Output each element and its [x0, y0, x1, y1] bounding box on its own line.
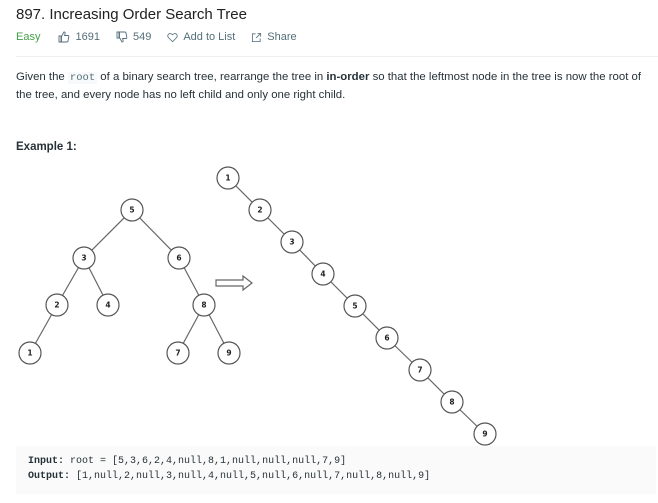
tree-node: 7	[166, 341, 190, 365]
input-value: root = [5,3,6,2,4,null,8,1,null,null,nul…	[70, 456, 347, 467]
tree-node: 5	[343, 294, 367, 318]
tree-node-label: 5	[352, 302, 357, 311]
tree-node: 3	[280, 230, 304, 254]
dislike-count: 549	[132, 31, 152, 43]
tree-node-label: 8	[201, 301, 206, 310]
example-output-line: Output: [1,null,2,null,3,null,4,null,5,n…	[28, 469, 644, 484]
tree-node-label: 4	[320, 270, 325, 279]
tree-node-label: 1	[225, 174, 230, 183]
description-code-root: root	[67, 72, 98, 84]
description-text-2: of a binary search tree, rearrange the t…	[97, 71, 327, 83]
problem-title: 897. Increasing Order Search Tree	[16, 6, 247, 23]
output-value: [1,null,2,null,3,null,4,null,5,null,6,nu…	[76, 471, 431, 482]
add-to-list-button[interactable]: Add to List	[167, 31, 235, 43]
tree-node-label: 7	[417, 366, 422, 375]
tree-node-label: 5	[129, 206, 134, 215]
tree-node: 4	[311, 262, 335, 286]
difficulty-badge: Easy	[16, 31, 41, 43]
tree-node-label: 9	[226, 349, 231, 358]
tree-node: 9	[473, 422, 497, 446]
tree-node-label: 7	[175, 349, 180, 358]
tree-node: 7	[408, 358, 432, 382]
add-to-list-label: Add to List	[183, 31, 236, 43]
tree-node: 2	[248, 198, 272, 222]
share-icon	[252, 32, 262, 42]
like-button[interactable]: 1691	[58, 31, 100, 43]
problem-meta-bar: Easy 1691 549 Add to List Share	[16, 31, 313, 43]
dislike-button[interactable]: 549	[116, 31, 151, 43]
tree-node: 9	[217, 341, 241, 365]
tree-node: 4	[96, 293, 120, 317]
description-text-1: Given the	[16, 71, 68, 83]
tree-node: 5	[120, 198, 144, 222]
tree-node-label: 1	[27, 349, 32, 358]
tree-node-label: 2	[257, 206, 262, 215]
output-label: Output:	[28, 471, 71, 482]
share-label: Share	[267, 31, 297, 43]
example-io-block: Input: root = [5,3,6,2,4,null,8,1,null,n…	[16, 446, 656, 494]
tree-node: 1	[18, 341, 42, 365]
thumbs-down-icon	[116, 31, 128, 43]
tree-node: 8	[440, 390, 464, 414]
thumbs-up-icon	[59, 31, 70, 43]
tree-node-label: 9	[482, 430, 487, 439]
tree-node: 1	[216, 166, 240, 190]
tree-node: 8	[192, 293, 216, 317]
description-text-3: so that the leftmost node in the tree is…	[16, 71, 642, 101]
heart-icon	[167, 32, 178, 42]
description-bold-inorder: in-order	[326, 71, 370, 83]
input-label: Input:	[28, 456, 65, 467]
problem-description: Given the root of a binary search tree, …	[16, 69, 656, 104]
tree-node: 6	[167, 246, 191, 270]
header-divider	[16, 56, 658, 57]
tree-node-label: 3	[289, 238, 294, 247]
tree-node: 3	[72, 246, 96, 270]
tree-node: 6	[375, 326, 399, 350]
tree-node-label: 4	[105, 301, 110, 310]
tree-node-label: 6	[176, 254, 181, 263]
share-button[interactable]: Share	[251, 31, 297, 43]
tree-node-label: 6	[384, 334, 389, 343]
tree-node-label: 2	[54, 301, 59, 310]
right-arrow-icon	[215, 274, 253, 292]
example-heading: Example 1:	[16, 141, 77, 153]
tree-node-label: 8	[449, 398, 454, 407]
tree-node-label: 3	[81, 254, 86, 263]
example-input-line: Input: root = [5,3,6,2,4,null,8,1,null,n…	[28, 454, 644, 469]
tree-node: 2	[45, 293, 69, 317]
like-count: 1691	[75, 31, 100, 43]
